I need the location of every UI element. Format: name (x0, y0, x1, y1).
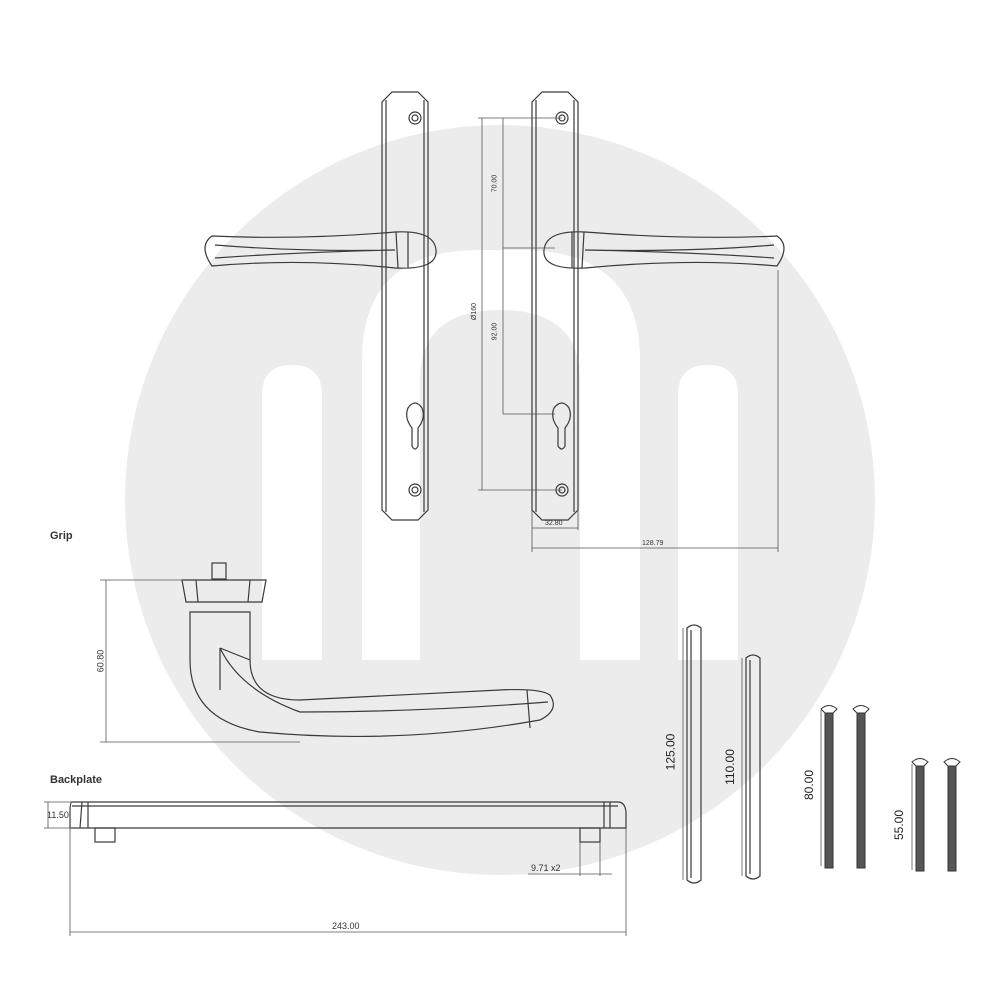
dim-plate-lower: 92.00 (491, 322, 499, 341)
right-lever-handle (543, 231, 785, 269)
spindle-long (686, 624, 702, 884)
dimension-lines (44, 117, 913, 936)
dim-spindle-short: 110.00 (722, 749, 737, 785)
dim-handle-projection: 128.79 (642, 540, 664, 547)
bolt-long-2 (852, 705, 870, 869)
section-label-grip: Grip (50, 530, 73, 542)
dim-backplate-foot: 9.71 x2 (531, 863, 561, 873)
right-backplate (531, 91, 579, 521)
bolt-short-1 (911, 758, 929, 872)
left-lever-handle (204, 231, 437, 269)
dim-grip-height: 60.80 (95, 649, 106, 673)
bolt-short-2 (943, 758, 961, 872)
dim-plate-upper: 70.00 (491, 174, 499, 193)
dim-backplate-length: 243.00 (332, 921, 360, 931)
left-backplate (381, 91, 429, 521)
dim-plate-total: Ø160 (471, 302, 479, 321)
dim-backplate-height: 11.50 (47, 810, 69, 820)
section-label-backplate: Backplate (50, 774, 102, 786)
dim-plate-width: 32.80 (545, 520, 563, 527)
grip-side-view (181, 562, 554, 738)
bolt-long-1 (820, 705, 838, 869)
dim-spindle-long: 125.00 (663, 733, 678, 771)
dim-bolt-long: 80.00 (802, 769, 817, 801)
dim-bolt-short: 55.00 (892, 809, 907, 841)
spindle-short (745, 654, 761, 880)
